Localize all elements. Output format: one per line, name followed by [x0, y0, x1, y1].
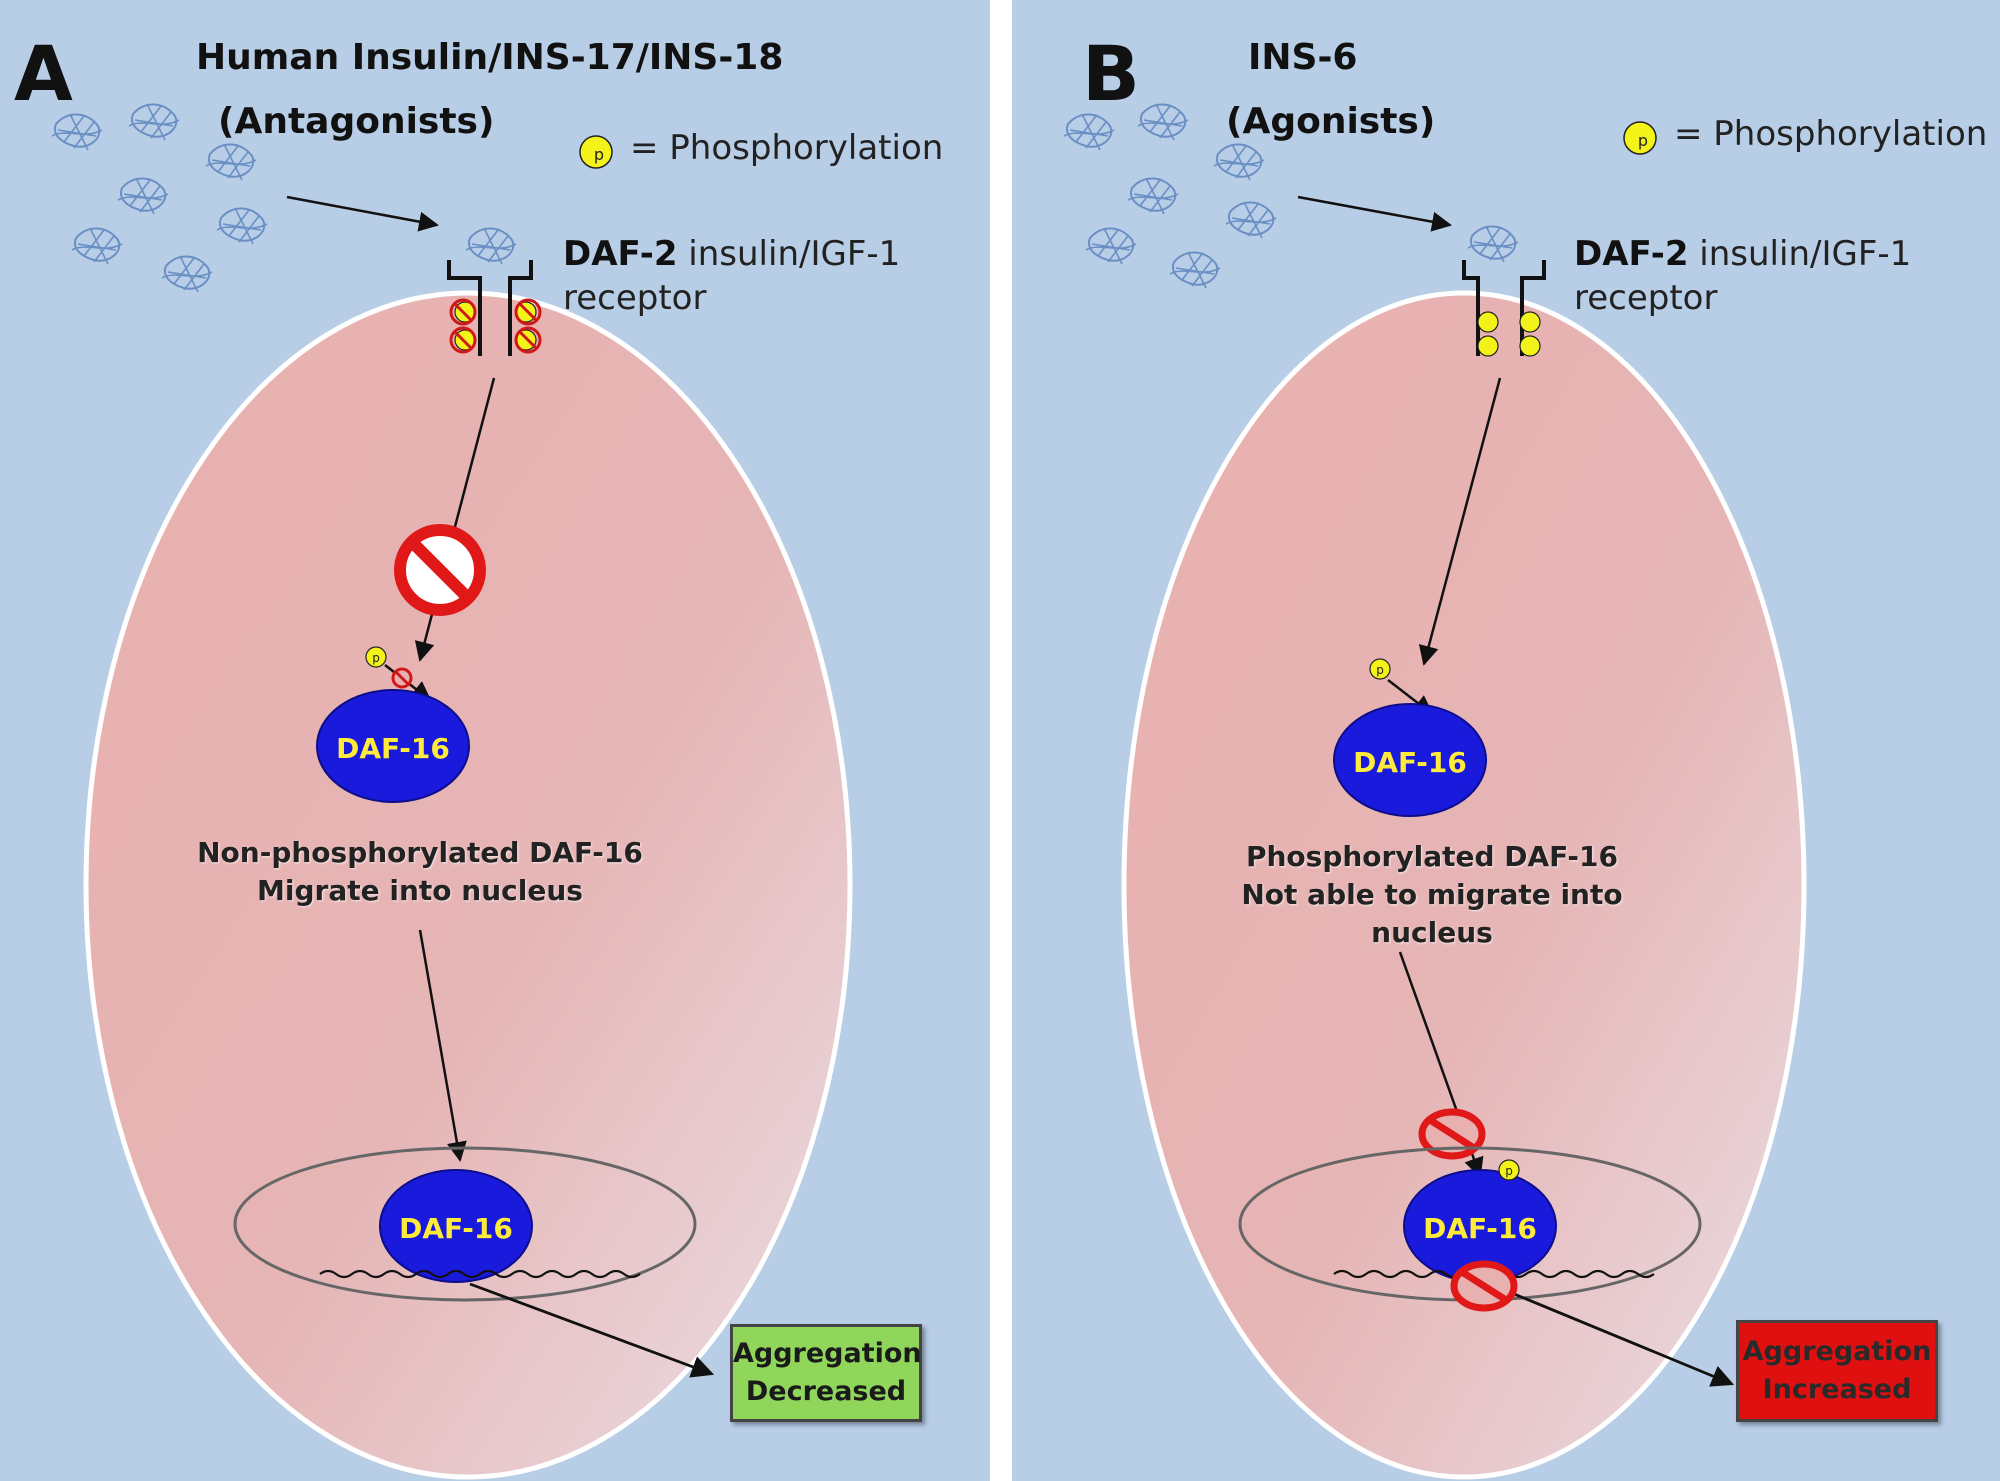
receptor-type: insulin/IGF-1	[1699, 234, 1912, 274]
inhibit-icon	[391, 667, 413, 689]
outcome-line-1: Aggregation	[1742, 1336, 1932, 1367]
daf16-label: DAF-16	[1353, 746, 1467, 779]
daf16-label: DAF-16	[336, 732, 450, 765]
arrow-icon	[418, 929, 467, 1162]
outcome-line-1: Aggregation	[733, 1338, 922, 1369]
receptor-icon	[447, 260, 533, 356]
phosphate-icon: p	[1369, 658, 1391, 680]
inhibit-icon	[1418, 1108, 1486, 1160]
panel-subtitle: (Antagonists)	[218, 101, 495, 142]
receptor-line2: receptor	[563, 278, 707, 318]
phosphate-icon: p	[1498, 1159, 1520, 1181]
panel-a: p DAF-16 DAF-16 p A Human Insulin/INS-17…	[0, 0, 990, 1481]
arrow-icon	[286, 195, 439, 232]
daf16-nucleus-protein	[379, 1169, 533, 1283]
inhibit-icon	[449, 298, 542, 354]
phosphate-icon	[1477, 311, 1541, 357]
inhibit-icon	[394, 524, 486, 616]
panel-subtitle: (Agonists)	[1226, 101, 1436, 142]
receptor-label: DAF-2 insulin/IGF-1 receptor	[563, 232, 900, 320]
desc-line-1: Phosphorylated DAF-16	[1245, 840, 1619, 873]
legend-text: = Phosphorylation	[630, 128, 944, 168]
arrow-icon	[1418, 377, 1502, 666]
receptor-type: insulin/IGF-1	[688, 234, 901, 274]
panel-a-diagram: p DAF-16 DAF-16 p	[51, 103, 853, 1480]
receptor-name: DAF-2	[1574, 234, 1689, 274]
panel-title: Human Insulin/INS-17/INS-18	[196, 37, 784, 78]
receptor-label: DAF-2 insulin/IGF-1 receptor	[1574, 232, 1911, 320]
state-description: Phosphorylated DAF-16 Not able to migrat…	[1192, 838, 1672, 952]
svg-text:p: p	[1505, 1164, 1513, 1178]
panel-b-diagram: p DAF-16 DAF-16 p p	[1063, 103, 1807, 1480]
arrow-icon	[469, 1282, 715, 1378]
cell-outline	[1121, 290, 1807, 1480]
daf16-nucleus-label: DAF-16	[399, 1212, 513, 1245]
svg-text:p: p	[594, 145, 604, 164]
daf16-protein	[1333, 703, 1487, 817]
phosphate-icon: p	[1623, 121, 1657, 155]
state-description: Non-phosphorylated DAF-16 Migrate into n…	[150, 834, 690, 910]
daf16-protein	[316, 689, 470, 803]
panel-title: INS-6	[1248, 37, 1358, 78]
arrow-icon	[1489, 1282, 1735, 1387]
panel-b: p DAF-16 DAF-16 p p	[1012, 0, 2000, 1481]
dna-icon	[319, 1269, 641, 1279]
nucleus	[233, 1146, 697, 1302]
inhibit-icon	[1450, 1260, 1518, 1312]
outcome-line-2: Increased	[1762, 1374, 1912, 1405]
receptor-name: DAF-2	[563, 234, 678, 274]
outcome-line-2: Decreased	[745, 1376, 907, 1407]
desc-line-1: Non-phosphorylated DAF-16	[197, 836, 643, 869]
svg-text:p: p	[1638, 131, 1648, 150]
panel-letter: A	[14, 29, 73, 118]
svg-text:p: p	[372, 651, 380, 665]
daf16-nucleus-label: DAF-16	[1423, 1212, 1537, 1245]
desc-line-2: Migrate into nucleus	[257, 874, 583, 907]
desc-line-2: Not able to migrate into	[1241, 878, 1623, 911]
receptor-line2: receptor	[1574, 278, 1718, 318]
panel-letter: B	[1082, 29, 1140, 118]
phosphate-icon: p	[365, 646, 387, 668]
svg-text:p: p	[1376, 663, 1384, 677]
arrow-icon	[1297, 195, 1452, 232]
legend-text: = Phosphorylation	[1674, 114, 1988, 154]
outcome-box: Aggregation Increased	[1736, 1320, 1938, 1422]
phosphate-icon: p	[579, 135, 613, 169]
desc-line-3: nucleus	[1371, 916, 1493, 949]
outcome-box: Aggregation Decreased	[730, 1324, 922, 1422]
